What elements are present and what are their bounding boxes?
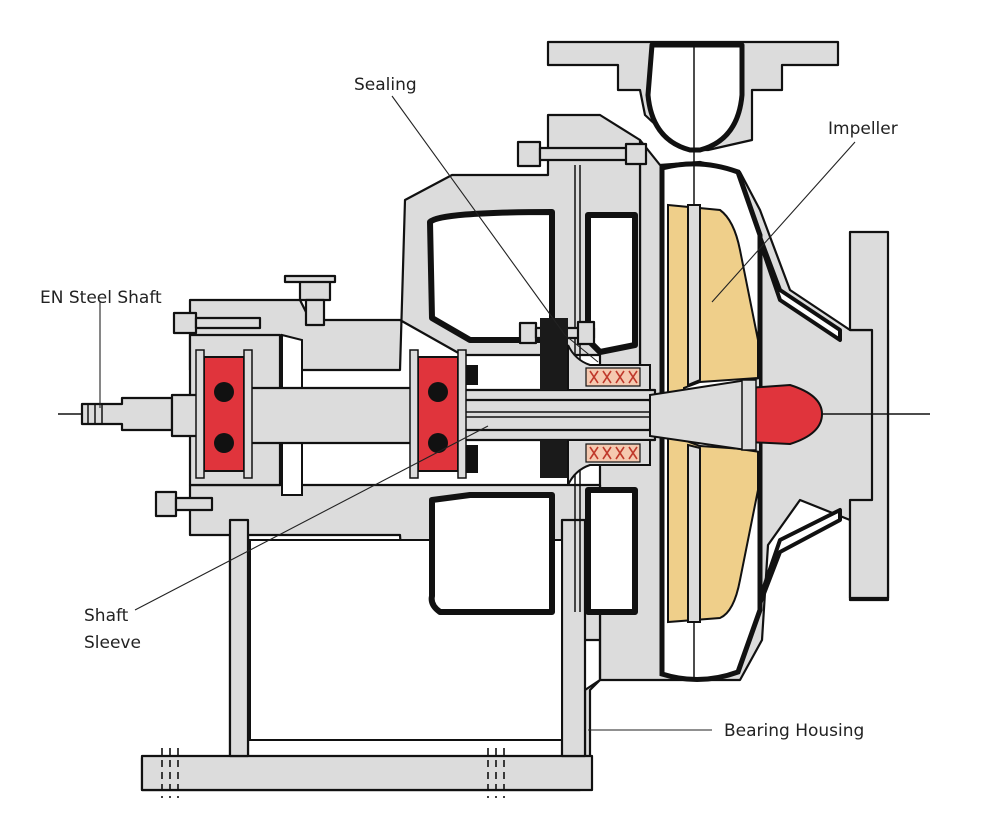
label-sleeve-line2: Sleeve <box>84 633 141 653</box>
sealing-leader <box>391 95 566 336</box>
sleeve-leader <box>134 425 489 611</box>
impeller-cap-base <box>741 379 757 451</box>
callout-lines <box>99 95 856 731</box>
sealing-assembly <box>540 318 651 486</box>
label-impeller: Impeller <box>828 119 898 139</box>
label-sleeve-line1: Shaft <box>84 606 129 626</box>
sealing-leader-2 <box>564 334 599 363</box>
impeller-cap <box>747 383 824 446</box>
impeller-leader <box>711 141 856 303</box>
label-sealing: Sealing <box>354 75 417 95</box>
bolts <box>154 140 648 518</box>
label-housing: Bearing Housing <box>724 721 864 741</box>
bearings <box>195 349 478 479</box>
label-shaft: EN Steel Shaft <box>40 288 162 308</box>
impeller <box>649 150 761 680</box>
